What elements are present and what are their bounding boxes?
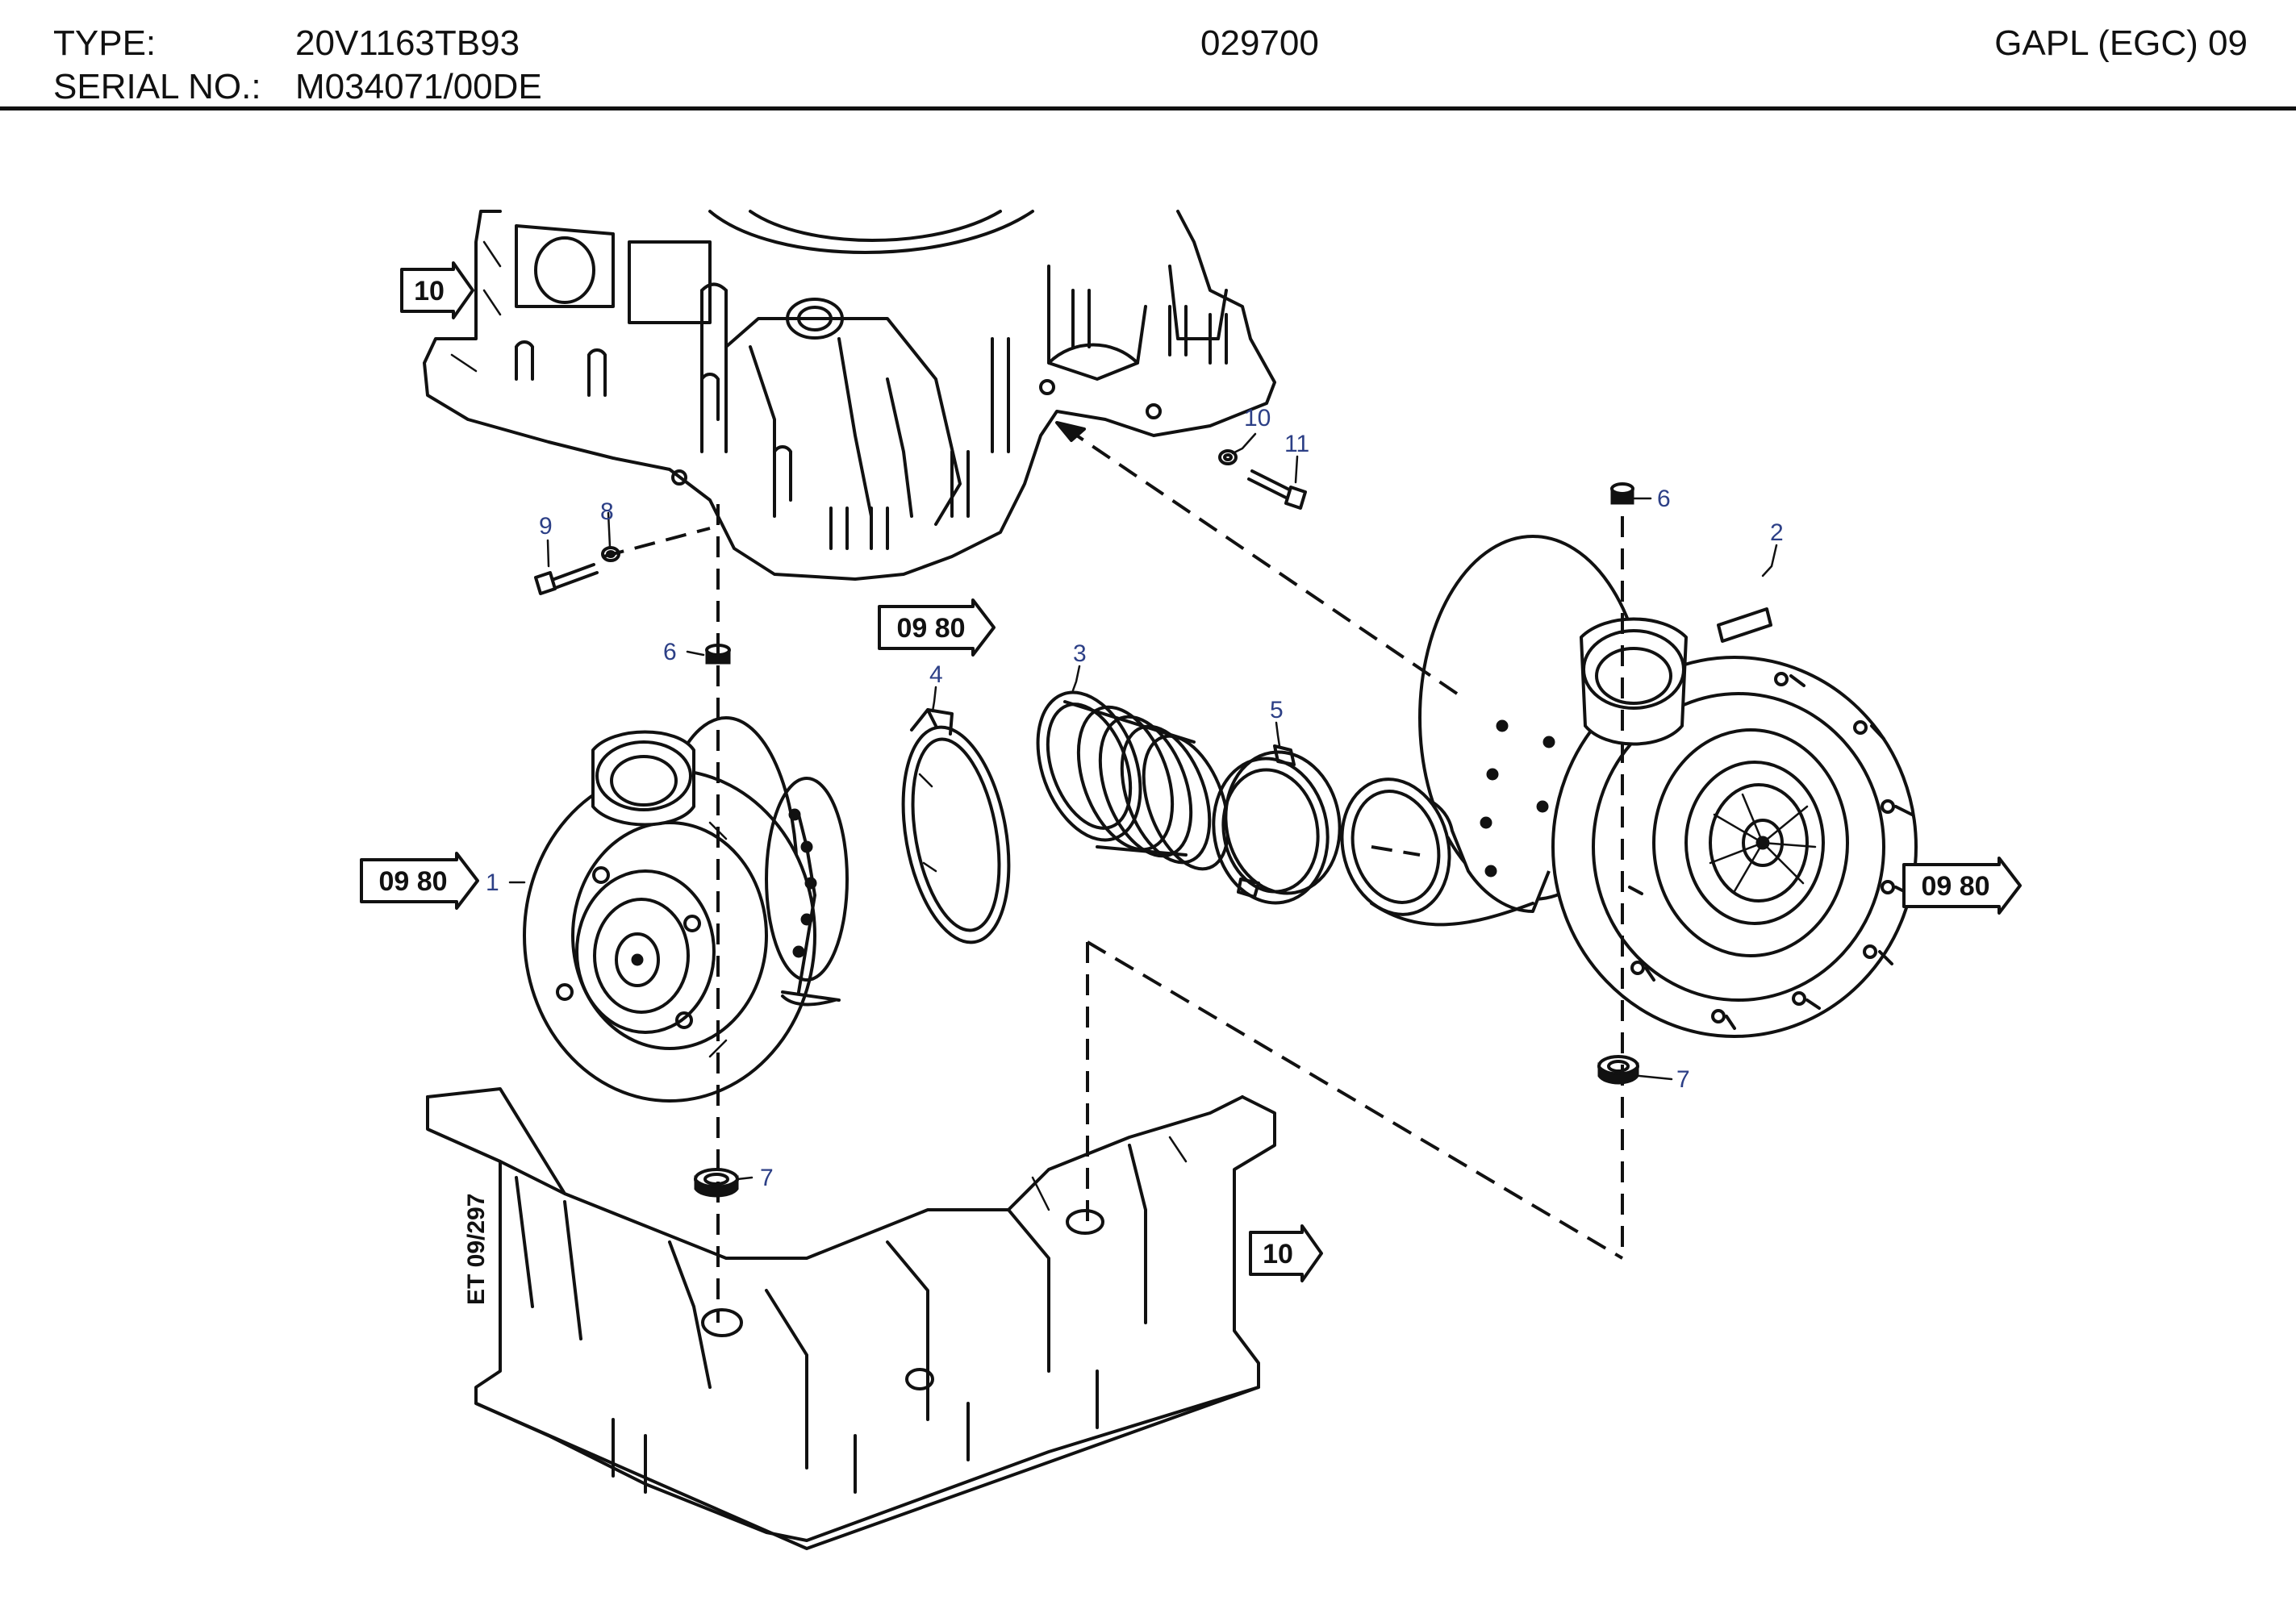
svg-text:10: 10 (414, 276, 445, 306)
svg-text:09 80: 09 80 (1921, 871, 1989, 902)
document-number: 029700 (1200, 23, 1319, 63)
ref-arrow-bottom-right: 10 (1249, 1224, 1323, 1282)
svg-text:09 80: 09 80 (896, 613, 965, 644)
header-rule (0, 106, 2296, 110)
type-label: TYPE: (53, 23, 157, 63)
callout-6-right: 6 (1657, 486, 1671, 512)
callout-4: 4 (929, 661, 943, 688)
bolt-right (1247, 469, 1307, 510)
bolt-left (534, 563, 599, 595)
type-value: 20V1163TB93 (295, 23, 520, 63)
callout-9: 9 (539, 513, 553, 540)
callout-5: 5 (1270, 697, 1284, 723)
group-code: GAPL (EGC) 09 (1994, 23, 2248, 63)
serial-value: M034071/00DE (295, 67, 542, 106)
clamp-ring (901, 708, 1011, 944)
washer-right (1218, 449, 1238, 465)
nut-right (1610, 482, 1634, 505)
ref-arrow-right: 09 80 (1902, 857, 2022, 915)
sleeve (1212, 744, 1342, 905)
callout-10: 10 (1244, 405, 1271, 431)
callout-8: 8 (600, 498, 614, 525)
ref-arrow-left: 09 80 (360, 852, 479, 910)
callout-11: 11 (1284, 431, 1309, 457)
svg-text:10: 10 (1263, 1239, 1293, 1269)
leader-lines (508, 432, 1778, 1181)
svg-text:09 80: 09 80 (378, 866, 447, 897)
vertical-reference: ET 09/297 (463, 1194, 490, 1305)
callout-1: 1 (486, 869, 499, 896)
serial-label: SERIAL NO.: (53, 67, 261, 106)
turbocharger-left (523, 716, 849, 1103)
callout-7-left: 7 (760, 1165, 774, 1191)
callout-3: 3 (1073, 640, 1087, 667)
bellows-compensator (1036, 690, 1230, 871)
seal-ring-right (1597, 1055, 1639, 1085)
upper-housing (423, 210, 1276, 581)
lower-housing (426, 1087, 1276, 1550)
callout-2: 2 (1770, 519, 1784, 546)
assembly-lines (603, 421, 1624, 1323)
callout-7-right: 7 (1676, 1066, 1690, 1093)
ref-arrow-top-left: 10 (400, 261, 474, 319)
callout-6-left: 6 (663, 639, 677, 665)
ref-arrow-middle: 09 80 (878, 598, 996, 657)
turbocharger-right (1340, 535, 1918, 1038)
